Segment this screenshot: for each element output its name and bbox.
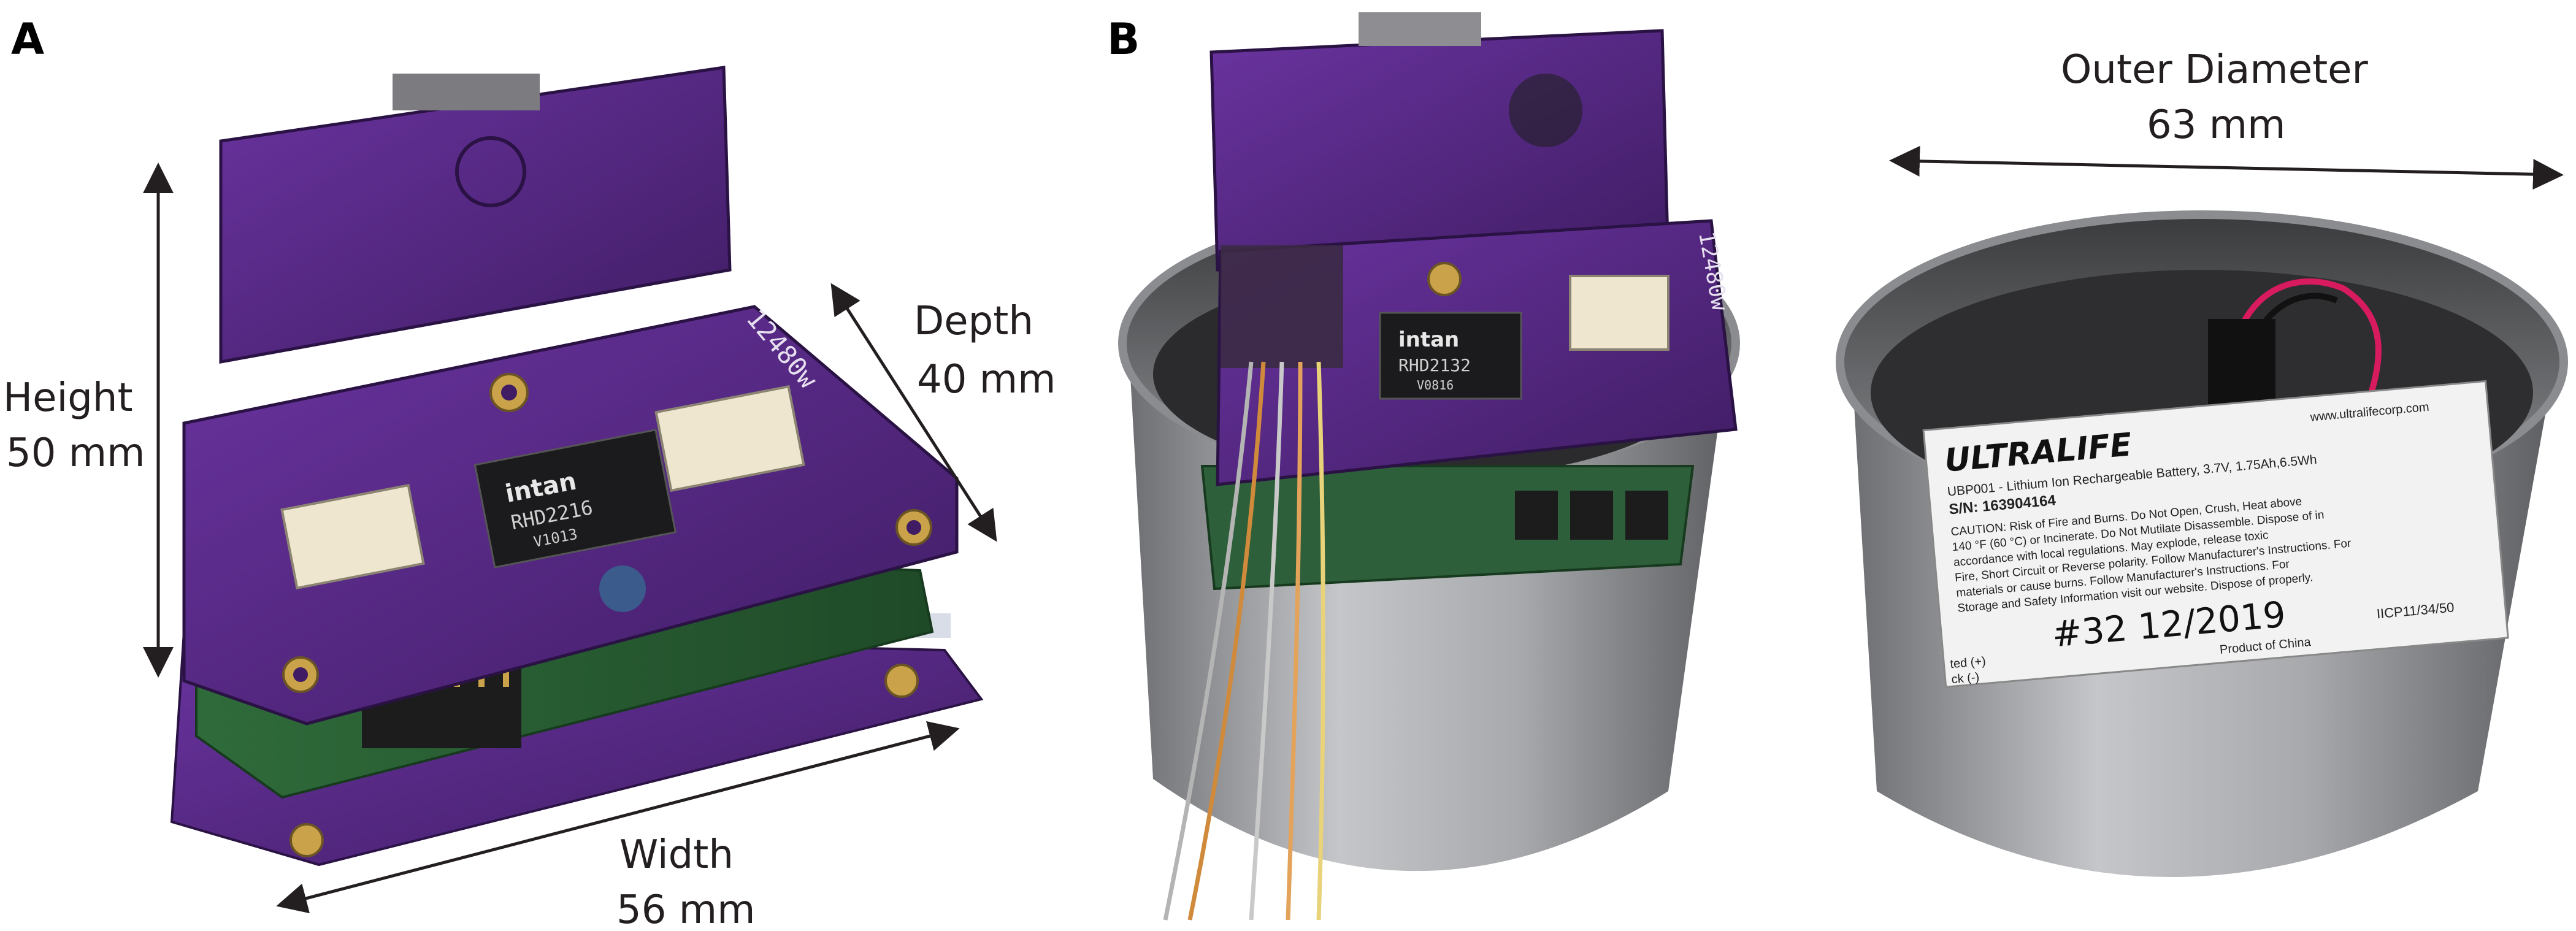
chip-model-b: RHD2132 [1398,355,1471,375]
canister-with-battery: ULTRALIFE www.ultralifecorp.com UBP001 -… [1836,210,2568,877]
battery-connector [2208,319,2275,411]
panel-b-label: B [1107,14,1140,64]
chip-version-b: V0816 [1417,378,1454,393]
usb-connector [393,74,540,110]
connector-b [1569,275,1669,351]
connector-left-a [280,483,425,590]
panel-a: A [3,14,1056,931]
width-arrow [276,721,960,914]
capacitor [599,565,646,612]
outer-diameter-value: 63 mm [2147,102,2285,148]
battery-polarity2: ck (-) [1951,670,1980,686]
intan-chip-b: intan RHD2132 V0816 [1379,312,1522,400]
electrode-connector [1221,245,1343,368]
depth-name: Depth [914,299,1033,344]
intan-chip-a: intan RHD2216 V1013 [473,429,677,569]
height-name: Height [3,375,133,421]
width-value: 56 mm [616,887,755,931]
pcb-vertical-board [219,66,732,364]
depth-arrow [830,283,997,542]
canister-with-electronics: intan RHD2132 V0816 12480w [1118,12,1740,921]
panel-a-label: A [11,14,44,64]
mounting-hole-b [1427,262,1462,296]
panel-b: B intan RHD2132 V0816 [1107,12,2568,921]
depth-value: 40 mm [917,357,1056,402]
usb-connector-b [1359,12,1481,46]
chip-brand-b: intan [1398,328,1459,352]
battery-label: ULTRALIFE www.ultralifecorp.com UBP001 -… [1922,380,2509,688]
connector-row-b [1515,491,1668,540]
height-value: 50 mm [6,431,145,476]
electrode-wires [1163,361,1325,921]
connector-right-a [654,385,805,492]
outer-diameter-arrow [1889,145,2564,190]
pcb-stack-photo: intan RHD2216 V1013 12480w [170,66,984,867]
battery-polarity1: ted (+) [1950,654,1987,671]
battery-holder-b [1509,74,1582,147]
outer-diameter-name: Outer Diameter [2061,47,2369,93]
pcb-logo [455,136,526,207]
width-name: Width [619,832,734,878]
